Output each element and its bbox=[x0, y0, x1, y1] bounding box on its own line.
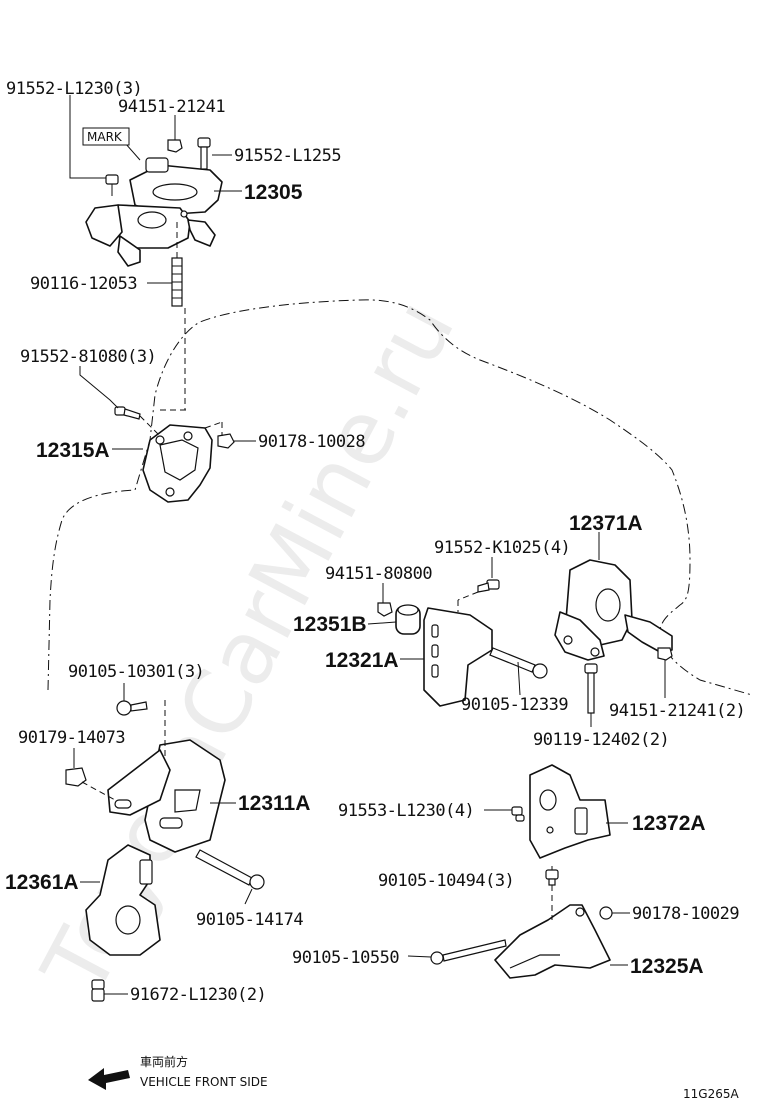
bolt-91553-L1230[interactable] bbox=[511, 806, 525, 822]
arrow-left-icon bbox=[88, 1068, 130, 1090]
label-94151-80800: 94151-80800 bbox=[325, 564, 432, 584]
label-90105-10550: 90105-10550 bbox=[292, 948, 399, 968]
bolt-91552-K1025[interactable] bbox=[477, 579, 500, 593]
stud-90116-12053[interactable] bbox=[171, 257, 183, 307]
label-12371A: 12371A bbox=[569, 512, 643, 535]
engine-mount-12371A[interactable] bbox=[554, 559, 673, 661]
label-94151-21241: 94151-21241 bbox=[118, 97, 225, 117]
bolt-90105-10301[interactable] bbox=[116, 700, 148, 716]
bracket-12325A[interactable] bbox=[494, 904, 611, 979]
engine-mount-12361A[interactable] bbox=[85, 844, 161, 956]
bolt-90105-10494[interactable] bbox=[545, 869, 559, 886]
label-12305: 12305 bbox=[244, 181, 303, 204]
label-90105-14174: 90105-14174 bbox=[196, 910, 303, 930]
label-90116-12053: 90116-12053 bbox=[30, 274, 137, 294]
bolt-91552-L1255[interactable] bbox=[197, 137, 211, 170]
bolt-90105-10550[interactable] bbox=[430, 939, 507, 965]
stopper-12351B[interactable] bbox=[395, 604, 421, 635]
label-90105-10301-3: 90105-10301(3) bbox=[68, 662, 204, 682]
label-mark: MARK bbox=[87, 130, 123, 144]
label-91552-K1025-4: 91552-K1025(4) bbox=[434, 538, 570, 558]
bolt-90105-12339[interactable] bbox=[489, 647, 548, 679]
bolt-91672-L1230[interactable] bbox=[91, 979, 105, 1002]
label-12351B: 12351B bbox=[293, 613, 367, 636]
watermark: ToyotaCarMine.ru bbox=[22, 283, 474, 1011]
bolt-90105-14174[interactable] bbox=[195, 849, 265, 890]
nut-94151-21241-2[interactable] bbox=[657, 647, 673, 661]
label-12315A: 12315A bbox=[36, 439, 110, 462]
label-91552-81080-3: 91552-81080(3) bbox=[20, 347, 156, 367]
nut-90179-14073[interactable] bbox=[65, 767, 87, 787]
label-90119-12402-2: 90119-12402(2) bbox=[533, 730, 669, 750]
nut-90178-10029[interactable] bbox=[599, 906, 613, 920]
bolt-90119-12402[interactable] bbox=[584, 663, 598, 714]
mark-box bbox=[82, 127, 130, 146]
label-91553-L1230-4: 91553-L1230(4) bbox=[338, 801, 474, 821]
label-90179-14073: 90179-14073 bbox=[18, 728, 125, 748]
nut-90178-10028[interactable] bbox=[217, 433, 235, 449]
label-12311A: 12311A bbox=[238, 792, 310, 815]
figure-code: 11G265A bbox=[683, 1087, 739, 1101]
bolt-91552-81080[interactable] bbox=[114, 406, 141, 420]
label-91552-L1255: 91552-L1255 bbox=[234, 146, 341, 166]
label-12361A: 12361A bbox=[5, 871, 79, 894]
label-90178-10029: 90178-10029 bbox=[632, 904, 739, 924]
label-12321A: 12321A bbox=[325, 649, 399, 672]
label-90178-10028: 90178-10028 bbox=[258, 432, 365, 452]
label-94151-21241-2: 94151-21241(2) bbox=[609, 701, 745, 721]
nut-94151-21241[interactable] bbox=[167, 139, 183, 153]
bracket-12321A[interactable] bbox=[423, 607, 493, 707]
nut-94151-80800[interactable] bbox=[377, 602, 393, 617]
label-91552-L1230-3: 91552-L1230(3) bbox=[6, 79, 142, 99]
bolt-91552-L1230[interactable] bbox=[105, 174, 119, 196]
label-90105-12339: 90105-12339 bbox=[461, 695, 568, 715]
bracket-12315A[interactable] bbox=[142, 424, 213, 503]
bracket-12311A[interactable] bbox=[107, 739, 226, 853]
bracket-12372A[interactable] bbox=[529, 764, 611, 859]
label-12372A: 12372A bbox=[632, 812, 706, 835]
legend-front-en: VEHICLE FRONT SIDE bbox=[140, 1075, 268, 1089]
legend-front-jp: 車両前方 bbox=[140, 1054, 188, 1069]
label-90105-10494-3: 90105-10494(3) bbox=[378, 871, 514, 891]
label-91672-L1230-2: 91672-L1230(2) bbox=[130, 985, 266, 1005]
engine-mount-12305[interactable] bbox=[85, 157, 223, 267]
label-12325A: 12325A bbox=[630, 955, 704, 978]
leader-lines bbox=[69, 95, 666, 995]
